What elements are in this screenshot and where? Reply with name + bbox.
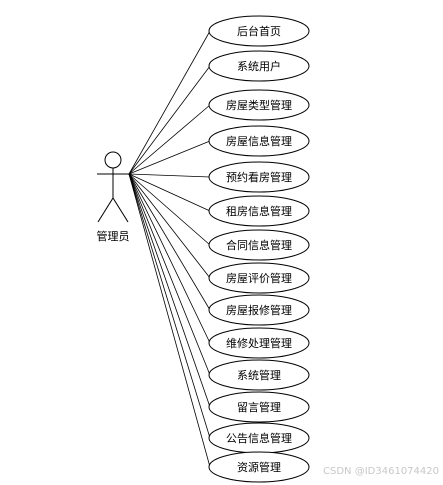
association-line <box>128 173 211 178</box>
association-line <box>128 173 211 468</box>
use-case-label: 预约看房管理 <box>226 170 292 184</box>
actor-label: 管理员 <box>96 230 130 243</box>
use-case-label: 租房信息管理 <box>226 204 292 218</box>
use-case: 维修处理管理 <box>208 327 310 359</box>
association-line <box>128 30 211 175</box>
association-line <box>128 173 211 279</box>
use-case: 留言管理 <box>208 391 310 423</box>
use-case-label: 系统用户 <box>237 59 281 73</box>
use-case: 系统管理 <box>208 359 310 391</box>
association-line <box>128 173 211 376</box>
use-case-ellipse <box>208 15 310 47</box>
use-case-ellipse <box>208 327 310 359</box>
use-case-ellipse <box>208 195 310 227</box>
use-case: 房屋报修管理 <box>208 294 310 326</box>
use-case: 预约看房管理 <box>208 161 310 193</box>
association-line <box>128 140 211 175</box>
use-case-ellipse <box>208 359 310 391</box>
use-case-label: 资源管理 <box>237 460 281 474</box>
use-case: 房屋类型管理 <box>208 89 310 121</box>
use-case-label: 系统管理 <box>237 368 281 382</box>
use-case-ellipse <box>208 125 310 157</box>
association-line <box>128 173 211 212</box>
use-case-ellipse <box>208 50 310 82</box>
association-line <box>128 173 211 344</box>
use-case-ellipse <box>208 161 310 193</box>
actor-left-leg <box>97 197 114 223</box>
use-case-ellipse <box>208 294 310 326</box>
actor-right-leg <box>112 197 129 223</box>
association-line <box>128 173 211 246</box>
use-case-label: 公告信息管理 <box>226 431 292 445</box>
use-case-label: 房屋类型管理 <box>226 98 292 112</box>
use-case: 租房信息管理 <box>208 195 310 227</box>
use-case-ellipse <box>208 391 310 423</box>
watermark: CSDN @ID3461074420 <box>323 466 439 477</box>
use-case-label: 维修处理管理 <box>226 336 292 350</box>
association-line <box>128 173 211 439</box>
use-case-label: 合同信息管理 <box>226 238 292 252</box>
association-line <box>128 65 211 175</box>
use-case-ellipse <box>208 262 310 294</box>
use-case: 系统用户 <box>208 50 310 82</box>
use-case: 合同信息管理 <box>208 229 310 261</box>
use-case-label: 后台首页 <box>237 24 281 38</box>
use-case-label: 留言管理 <box>237 400 281 414</box>
use-case-label: 房屋评价管理 <box>226 271 292 285</box>
association-lines <box>128 30 211 468</box>
association-line <box>128 173 211 311</box>
use-case-label: 房屋信息管理 <box>226 134 292 148</box>
association-line <box>128 173 211 408</box>
use-case-ellipse <box>208 451 310 483</box>
use-case-ellipse <box>208 229 310 261</box>
use-case-list: 后台首页系统用户房屋类型管理房屋信息管理预约看房管理租房信息管理合同信息管理房屋… <box>208 15 310 483</box>
use-case: 公告信息管理 <box>208 422 310 454</box>
association-line <box>128 104 211 175</box>
use-case-label: 房屋报修管理 <box>226 303 292 317</box>
actor-figure <box>97 151 129 223</box>
use-case: 房屋信息管理 <box>208 125 310 157</box>
use-case: 资源管理 <box>208 451 310 483</box>
use-case-ellipse <box>208 89 310 121</box>
use-case: 后台首页 <box>208 15 310 47</box>
use-case: 房屋评价管理 <box>208 262 310 294</box>
actor-head <box>104 151 122 169</box>
